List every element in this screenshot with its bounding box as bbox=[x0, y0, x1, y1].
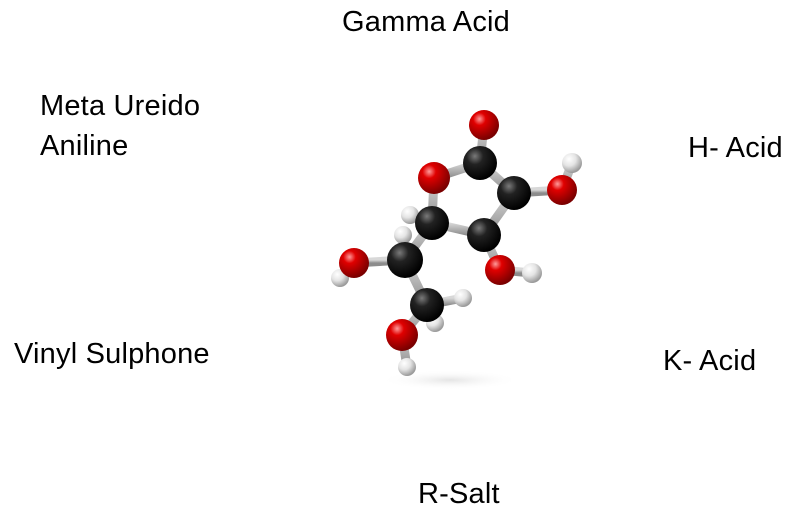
oxygen-atom bbox=[485, 255, 515, 285]
hydrogen-atom bbox=[398, 358, 416, 376]
oxygen-atom bbox=[469, 110, 499, 140]
oxygen-atom bbox=[418, 162, 450, 194]
hydrogen-atom bbox=[394, 226, 412, 244]
oxygen-atom bbox=[386, 319, 418, 351]
label-meta-ureido-line2: Aniline bbox=[40, 130, 129, 162]
carbon-atom bbox=[467, 218, 501, 252]
molecule-atoms bbox=[331, 110, 582, 376]
oxygen-atom bbox=[339, 248, 369, 278]
carbon-atom bbox=[463, 146, 497, 180]
hydrogen-atom bbox=[522, 263, 542, 283]
label-gamma-acid: Gamma Acid bbox=[342, 6, 510, 38]
label-h-acid: H- Acid bbox=[688, 132, 783, 164]
ball-and-stick-molecule-icon bbox=[331, 110, 582, 390]
molecule-shadow bbox=[380, 370, 520, 390]
carbon-atom bbox=[387, 242, 423, 278]
carbon-atom bbox=[415, 206, 449, 240]
label-meta-ureido-aniline: Meta Ureido Aniline bbox=[40, 86, 200, 166]
label-meta-ureido-line1: Meta Ureido bbox=[40, 90, 201, 122]
carbon-atom bbox=[410, 288, 444, 322]
label-k-acid: K- Acid bbox=[663, 345, 757, 377]
oxygen-atom bbox=[547, 175, 577, 205]
hydrogen-atom bbox=[562, 153, 582, 173]
molecule-bonds bbox=[335, 120, 577, 372]
carbon-atom bbox=[497, 176, 531, 210]
hydrogen-atom bbox=[454, 289, 472, 307]
label-vinyl-sulphone: Vinyl Sulphone bbox=[14, 338, 210, 370]
hydrogen-atom bbox=[401, 206, 419, 224]
label-r-salt: R-Salt bbox=[418, 478, 500, 510]
